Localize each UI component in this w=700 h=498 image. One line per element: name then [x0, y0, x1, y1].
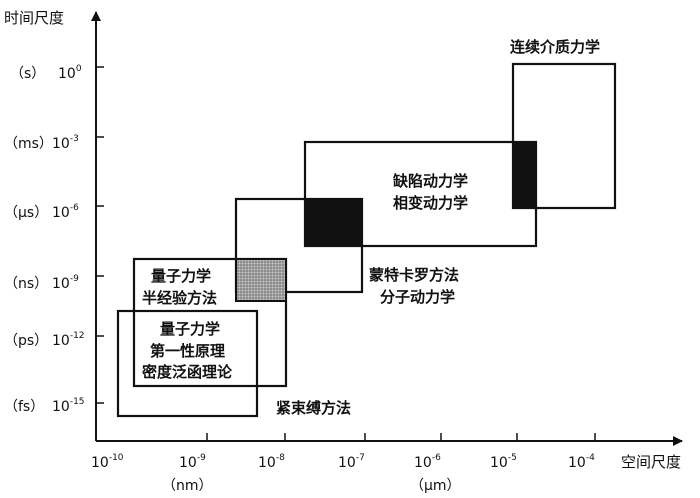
- y-tick-label: 10-3: [52, 134, 79, 152]
- label-dft: 密度泛函理论: [142, 363, 233, 381]
- overlap-md-quantum: [235, 258, 287, 302]
- x-unit-um: （μm）: [410, 478, 461, 494]
- label-monte-carlo: 蒙特卡罗方法: [369, 266, 459, 284]
- label-first-principles: 第一性原理: [150, 342, 225, 360]
- semi-empirical-box: [132, 257, 288, 388]
- continuum-mechanics-box: [511, 62, 617, 210]
- y-tick-unit: （ns）: [4, 276, 48, 292]
- y-tick-unit: （fs）: [4, 399, 44, 415]
- y-tick-label: 10-12: [52, 331, 85, 349]
- x-tick-labels: 10-10 10-9 10-8 10-7 10-6 10-5 10-4 （nm）…: [91, 453, 595, 494]
- y-ticks: [96, 66, 104, 404]
- overlap-defect-md: [305, 199, 362, 246]
- label-tight-binding: 紧束缚方法: [276, 399, 351, 417]
- y-tick-label: 10-6: [52, 203, 79, 221]
- first-principles-box: [116, 309, 259, 418]
- x-tick-label: 10-10: [91, 453, 124, 471]
- x-tick-label: 10-5: [490, 453, 517, 471]
- x-tick-label: 10-9: [179, 453, 206, 471]
- y-axis-title: 时间尺度: [4, 9, 64, 27]
- label-phase-transition: 相变动力学: [393, 194, 468, 212]
- label-molecular-dynamics: 分子动力学: [380, 288, 455, 306]
- label-semi-empirical: 半经验方法: [142, 289, 217, 307]
- label-quantum-semi: 量子力学: [151, 267, 211, 285]
- y-tick-unit: （s）: [10, 66, 45, 82]
- y-tick-unit: （ms）: [4, 136, 53, 152]
- x-tick-label: 10-7: [338, 453, 365, 471]
- x-ticks: [206, 433, 596, 441]
- y-tick-labels: （s） 100 （ms） 10-3 （μs） 10-6 （ns） 10-9 （p…: [4, 64, 85, 415]
- y-tick-unit: （ps）: [4, 333, 48, 349]
- overlap-continuum-defect: [513, 142, 536, 208]
- x-tick-label: 10-6: [414, 453, 441, 471]
- y-tick-label: 10-15: [52, 397, 85, 415]
- y-tick-label: 10-9: [52, 274, 79, 292]
- label-continuum: 连续介质力学: [510, 38, 600, 56]
- label-defect-dynamics: 缺陷动力学: [392, 172, 468, 190]
- x-tick-label: 10-4: [568, 453, 595, 471]
- x-tick-label: 10-8: [258, 453, 285, 471]
- y-tick-unit: （μs）: [4, 205, 48, 221]
- label-quantum-first: 量子力学: [160, 320, 220, 338]
- x-unit-nm: （nm）: [162, 478, 213, 494]
- x-axis-title: 空间尺度: [621, 453, 681, 471]
- y-tick-label: 100: [58, 64, 82, 82]
